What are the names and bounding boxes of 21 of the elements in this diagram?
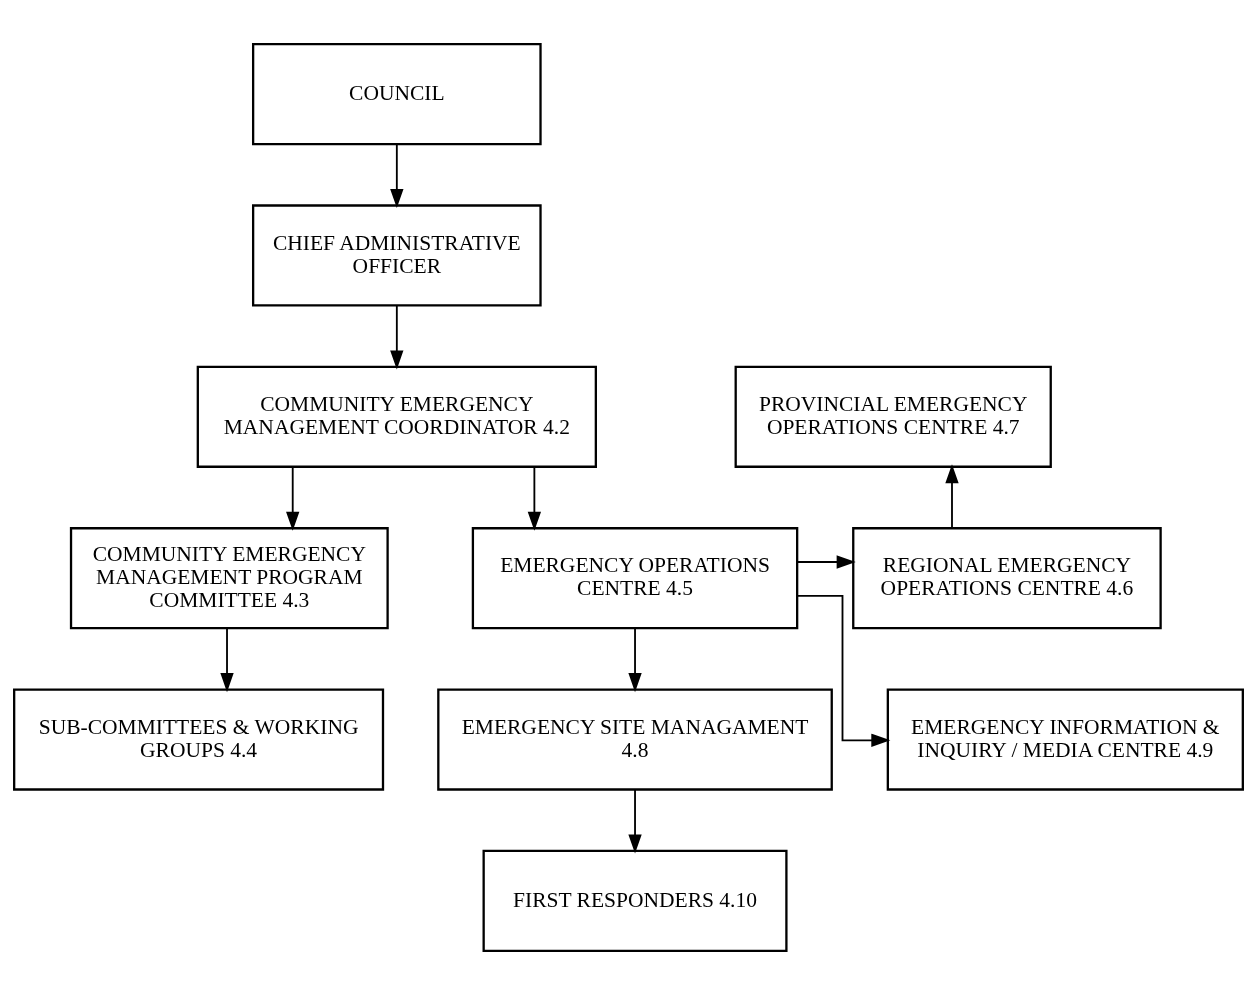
arrow [945, 464, 959, 529]
node-box: EMERGENCY SITE MANAGAMENT 4.8 [437, 688, 833, 791]
node-box: REGIONAL EMERGENCY OPERATIONS CENTRE 4.6 [852, 527, 1162, 630]
node-box: COMMUNITY EMERGENCY MANAGEMENT PROGRAM COMMITTEE 4.3 [69, 527, 389, 630]
arrow [286, 466, 300, 531]
arrow [390, 304, 404, 370]
arrow [527, 466, 542, 531]
node-box: FIRST RESPONDERS 4.10 [482, 849, 788, 952]
arrow [628, 627, 642, 693]
node-box: EMERGENCY INFORMATION & INQUIRY / MEDIA CENTRE 4.9 [886, 688, 1244, 791]
node-box: COUNCIL [252, 43, 542, 146]
arrow [220, 627, 234, 693]
arrow [796, 555, 856, 569]
node-box: PROVINCIAL EMERGENCY OPERATIONS CENTRE 4.7 [734, 365, 1052, 468]
arrow [390, 143, 404, 209]
arrow [628, 788, 642, 854]
node-box: SUB-COMMITTEES & WORKING GROUPS 4.4 [13, 688, 385, 791]
arrow [796, 594, 891, 747]
node-box: CHIEF ADMINISTRATIVE OFFICER [252, 204, 542, 307]
node-box: EMERGENCY OPERATIONS CENTRE 4.5 [471, 527, 799, 630]
node-box: COMMUNITY EMERGENCY MANAGEMENT COORDINATOR 4.2 [196, 365, 597, 468]
